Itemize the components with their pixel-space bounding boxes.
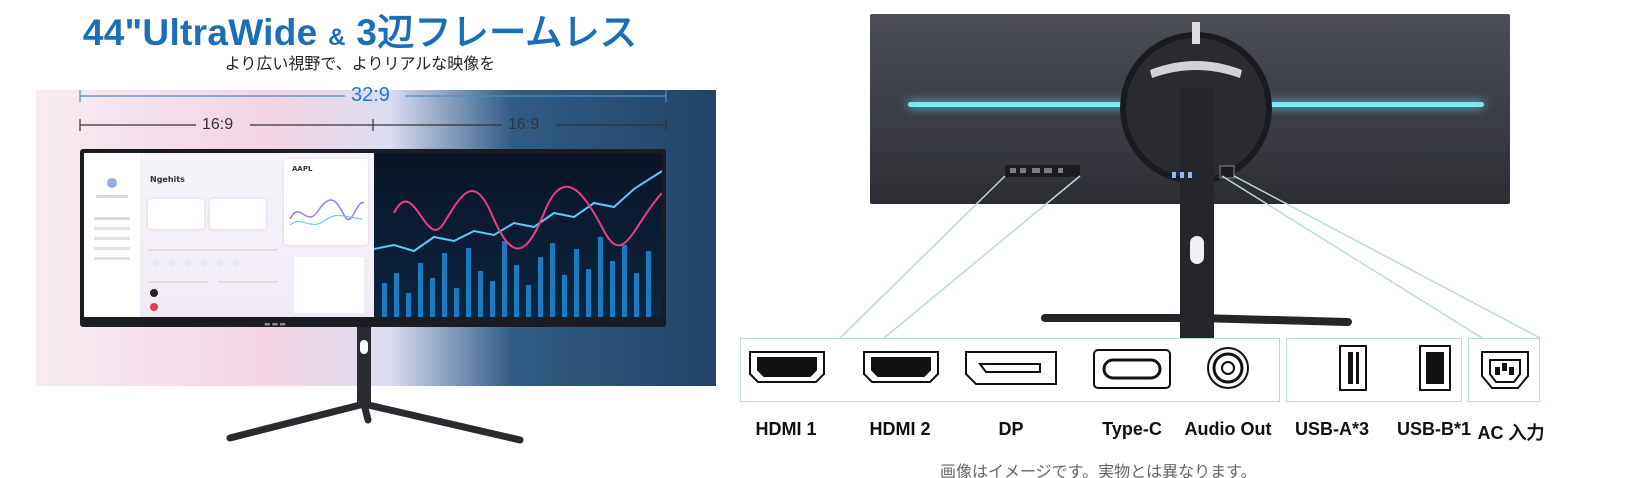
audio-jack-icon (1207, 347, 1249, 389)
monitor-front: Ngehits AAPL (80, 149, 666, 327)
usb-c-icon (1093, 349, 1171, 389)
monitor-back-hardware (839, 22, 1541, 339)
dimension-lines (79, 90, 667, 131)
displayport-icon (965, 351, 1057, 385)
port-label-audio-out: Audio Out (1184, 419, 1272, 439)
usb-b-icon (1419, 345, 1451, 391)
screen-dashboard: Ngehits AAPL (84, 153, 374, 317)
ac-power-icon (1481, 351, 1529, 389)
dashboard-card (148, 199, 204, 229)
screen-stock-chart (374, 153, 662, 317)
port-label-hdmi-1: HDMI 1 (755, 419, 817, 439)
hdmi-port-icon (749, 351, 825, 383)
port-label-type-c: Type-C (1102, 419, 1162, 439)
port-label-usb-a: USB-A*3 (1294, 419, 1369, 439)
headline: 44"UltraWide & 3辺フレームレス (0, 2, 720, 56)
aapl-card-title: AAPL (292, 165, 313, 173)
port-label-hdmi-2: HDMI 2 (869, 419, 931, 439)
headline-feature: 3辺フレームレス (356, 12, 638, 53)
port-group-video-audio (740, 338, 1280, 402)
dashboard-sidebar (84, 153, 140, 317)
port-label-dp: DP (998, 419, 1024, 439)
headline-amp: & (328, 24, 346, 51)
hdmi-port-icon (863, 351, 939, 383)
dashboard-card (210, 199, 266, 229)
right-panel: HDMI 1 HDMI 2 DP Type-C Audio Out USB-A*… (740, 0, 1626, 478)
dashboard-details (148, 249, 364, 313)
led-strip-left (908, 102, 1148, 107)
port-label-ac-input: AC 入力 (1477, 423, 1545, 443)
dashboard-title: Ngehits (150, 175, 185, 184)
subheadline: より広い視野で、よりリアルな映像を (224, 54, 496, 73)
aapl-mini-chart (289, 199, 365, 226)
dashboard-sidebar-items (94, 178, 130, 260)
headline-size: 44" (82, 12, 143, 53)
headline-product: UltraWide (142, 12, 318, 53)
aapl-card: AAPL (284, 159, 368, 245)
ratio-left-label: 16:9 (202, 116, 234, 133)
image-caption: 画像はイメージです。実物とは異なります。 (940, 462, 1257, 478)
monitor-stand (226, 327, 524, 444)
stock-chart-graphic (374, 170, 662, 317)
ratio-right-label: 16:9 (508, 116, 540, 133)
port-icons (749, 345, 1529, 391)
left-panel: 44"UltraWide & 3辺フレームレス より広い視野で、よりリアルな映像… (0, 0, 720, 478)
ratio-total-label: 32:9 (351, 84, 390, 106)
led-strip-right (1244, 102, 1484, 107)
usb-a-icon (1339, 345, 1367, 391)
port-label-usb-b: USB-B*1 (1396, 419, 1471, 439)
monitor-brand-mark: ▬▬▬ (264, 320, 287, 328)
